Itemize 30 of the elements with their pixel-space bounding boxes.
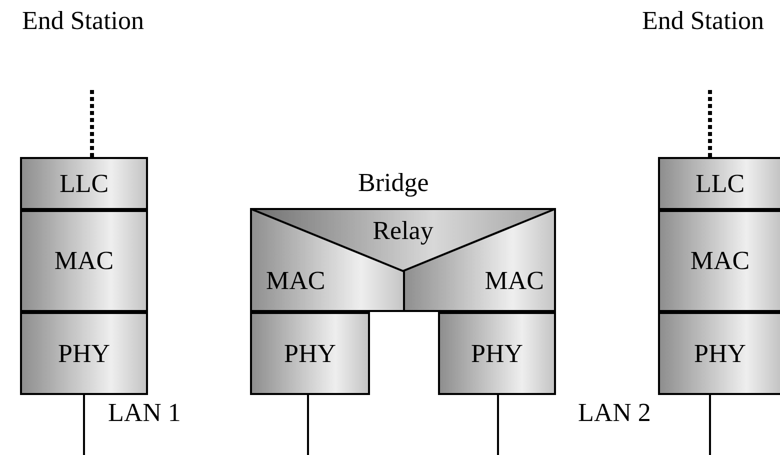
layer-box	[438, 312, 556, 395]
station-label: End Station	[22, 6, 144, 36]
lan-label: LAN 1	[108, 398, 181, 428]
layer-label: MAC	[54, 246, 114, 276]
layer-box	[20, 157, 148, 210]
layer-label: MAC	[266, 266, 326, 296]
lan-line	[83, 395, 85, 455]
layer-box	[658, 157, 780, 210]
layer-box	[658, 210, 780, 312]
lan-line	[709, 395, 711, 455]
layer-label: PHY	[284, 338, 336, 368]
layer-label: Relay	[372, 216, 434, 246]
layer-label: MAC	[484, 266, 544, 296]
dotted-line	[90, 90, 94, 157]
layer-box	[658, 312, 780, 395]
layer-label: LLC	[695, 168, 745, 198]
layer-label: PHY	[470, 338, 523, 368]
bridge-label: Bridge	[358, 168, 429, 198]
layer-label: PHY	[58, 338, 110, 368]
layer-label: PHY	[694, 338, 746, 368]
lan-line	[307, 395, 309, 455]
station-label: End Station	[642, 6, 764, 36]
layer-box	[20, 312, 148, 395]
lan-line	[497, 395, 499, 455]
layer-box	[20, 210, 148, 312]
layer-label: LLC	[59, 168, 109, 198]
lan-label: LAN 2	[578, 398, 651, 428]
layer-box	[250, 312, 370, 395]
dotted-line	[708, 90, 712, 157]
layer-label: MAC	[690, 246, 750, 276]
